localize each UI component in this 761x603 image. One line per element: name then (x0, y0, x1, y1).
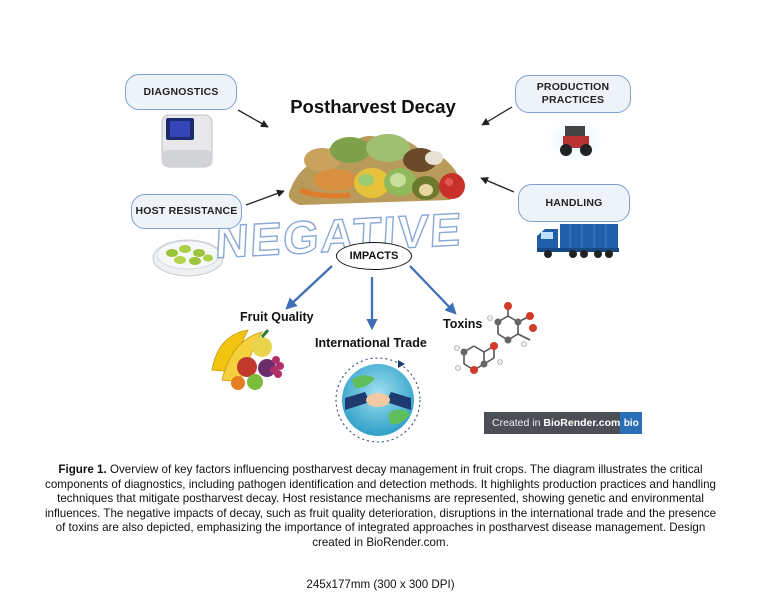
host-resistance-box: HOST RESISTANCE (131, 194, 242, 229)
caption-text: Overview of key factors influencing post… (44, 463, 717, 549)
petri-dish-icon (152, 239, 224, 277)
international-trade-label: International Trade (315, 336, 427, 350)
image-dimensions: 245x177mm (300 x 300 DPI) (306, 578, 455, 591)
handling-label: HANDLING (545, 196, 603, 209)
arrow-handling (480, 177, 515, 193)
pcr-machine-icon (161, 114, 213, 168)
handling-box: HANDLING (518, 184, 630, 222)
caption-label: Figure 1. (58, 463, 107, 476)
globe-handshake-icon (335, 357, 421, 443)
arrow-production (481, 106, 513, 126)
impacts-ellipse: IMPACTS (336, 242, 412, 270)
production-practices-label: PRODUCTION PRACTICES (536, 81, 610, 106)
truck-icon (537, 224, 619, 258)
arrow-toxins (409, 265, 457, 315)
biorender-badge: Created in BioRender.com bio (484, 412, 642, 434)
diagnostics-box: DIAGNOSTICS (125, 74, 237, 110)
host-resistance-label: HOST RESISTANCE (135, 205, 238, 217)
arrow-diagnostics (237, 109, 269, 128)
diagram-title: Postharvest Decay (290, 96, 456, 117)
impacts-label: IMPACTS (349, 250, 399, 262)
toxins-label: Toxins (443, 317, 483, 331)
figure-caption: Figure 1. Overview of key factors influe… (40, 463, 721, 551)
arrow-host (245, 189, 285, 206)
decayed-produce-icon (288, 134, 465, 205)
fruit-assortment-icon (211, 329, 284, 390)
tractor-icon (541, 114, 609, 166)
biorender-text: Created in BioRender.com (492, 417, 621, 429)
arrow-fruit-quality (285, 265, 333, 310)
production-practices-box: PRODUCTION PRACTICES (515, 75, 631, 113)
biorender-logo-icon: bio (620, 412, 642, 434)
fruit-quality-label: Fruit Quality (240, 310, 314, 324)
diagnostics-label: DIAGNOSTICS (143, 85, 219, 98)
toxin-molecule-icon (454, 302, 537, 374)
